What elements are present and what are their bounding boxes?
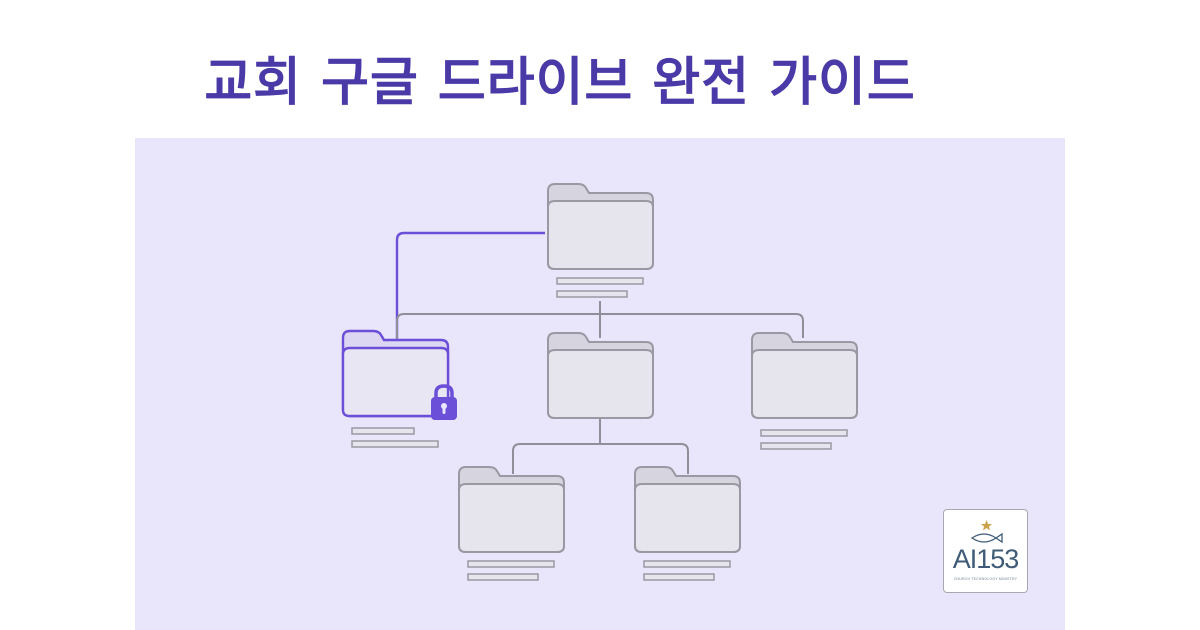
folder-hierarchy-diagram: [341, 183, 858, 581]
label-line: [556, 290, 628, 298]
label-line: [351, 427, 415, 435]
label-line: [643, 560, 731, 568]
folder-locked[interactable]: [341, 329, 457, 448]
ai153-logo: AI153 CHURCH TECHNOLOGY MINISTRY: [943, 509, 1028, 593]
label-line: [556, 277, 644, 285]
connector-highlighted: [395, 231, 545, 340]
folder-root[interactable]: [547, 183, 654, 298]
label-line: [643, 573, 715, 581]
connector-lines: [395, 231, 804, 474]
folder-right[interactable]: [751, 332, 858, 450]
label-line: [467, 573, 539, 581]
star-icon: [981, 520, 992, 531]
logo-subtitle: CHURCH TECHNOLOGY MINISTRY: [953, 577, 1018, 581]
folder-middle[interactable]: [547, 332, 654, 419]
logo-text: AI153: [952, 544, 1020, 574]
lock-icon: [431, 384, 457, 420]
label-line: [760, 429, 848, 437]
page-title: 교회 구글 드라이브 완전 가이드: [204, 53, 916, 113]
label-line: [760, 442, 832, 450]
connector-children: [512, 418, 689, 474]
fish-icon: [970, 520, 1003, 544]
diagram-canvas: [135, 138, 1065, 630]
label-line: [467, 560, 555, 568]
folder-child-left[interactable]: [458, 466, 565, 581]
folder-child-right[interactable]: [634, 466, 741, 581]
label-line: [351, 440, 439, 448]
